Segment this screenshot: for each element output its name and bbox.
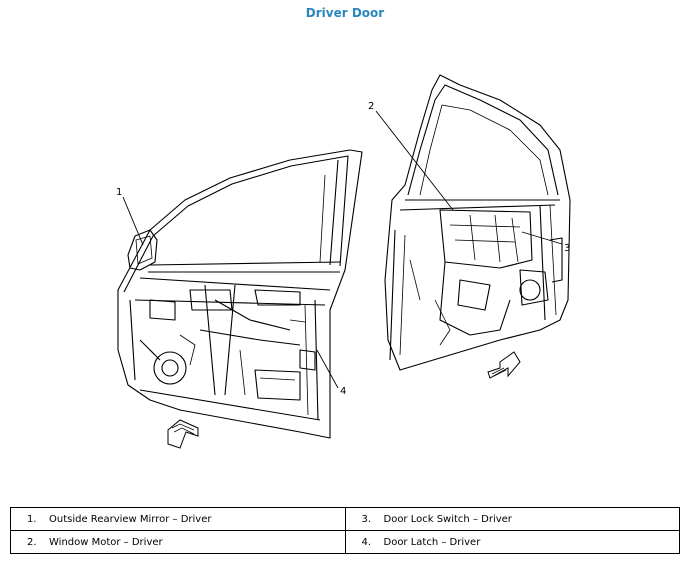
callout-4: 4 bbox=[340, 386, 346, 397]
callout-3: 3 bbox=[564, 243, 570, 254]
page-title: Driver Door bbox=[305, 6, 385, 20]
door-diagram: 1 2 3 4 bbox=[116, 74, 571, 449]
front-direction-arrow-left bbox=[167, 419, 199, 449]
legend-item-4: 4. Door Latch – Driver bbox=[344, 530, 680, 554]
outside-rearview-mirror bbox=[127, 229, 158, 271]
right-door-inner bbox=[384, 74, 571, 371]
legend-number: 2. bbox=[27, 536, 37, 548]
legend-table: 1. Outside Rearview Mirror – Driver 3. Doo… bbox=[10, 507, 680, 554]
legend-row: 2. Window Motor – Driver 4. Door Latch – D… bbox=[10, 530, 680, 554]
left-door-outer bbox=[117, 149, 363, 439]
callout-2: 2 bbox=[368, 101, 374, 112]
legend-item-1: 1. Outside Rearview Mirror – Driver bbox=[10, 507, 346, 531]
callout-leaders bbox=[122, 110, 563, 389]
legend-row: 1. Outside Rearview Mirror – Driver 3. Doo… bbox=[10, 507, 680, 531]
legend-number: 4. bbox=[361, 536, 372, 548]
legend-label: Outside Rearview Mirror – Driver bbox=[49, 513, 212, 525]
legend-item-3: 3. Door Lock Switch – Driver bbox=[344, 507, 680, 531]
front-direction-arrow-right bbox=[487, 351, 521, 379]
callout-1: 1 bbox=[116, 187, 122, 198]
legend-label: Window Motor – Driver bbox=[49, 536, 163, 548]
legend-number: 1. bbox=[27, 513, 37, 525]
legend-item-2: 2. Window Motor – Driver bbox=[10, 530, 346, 554]
legend-label: Door Lock Switch – Driver bbox=[383, 513, 512, 525]
legend-number: 3. bbox=[361, 513, 372, 525]
legend-label: Door Latch – Driver bbox=[383, 536, 481, 548]
